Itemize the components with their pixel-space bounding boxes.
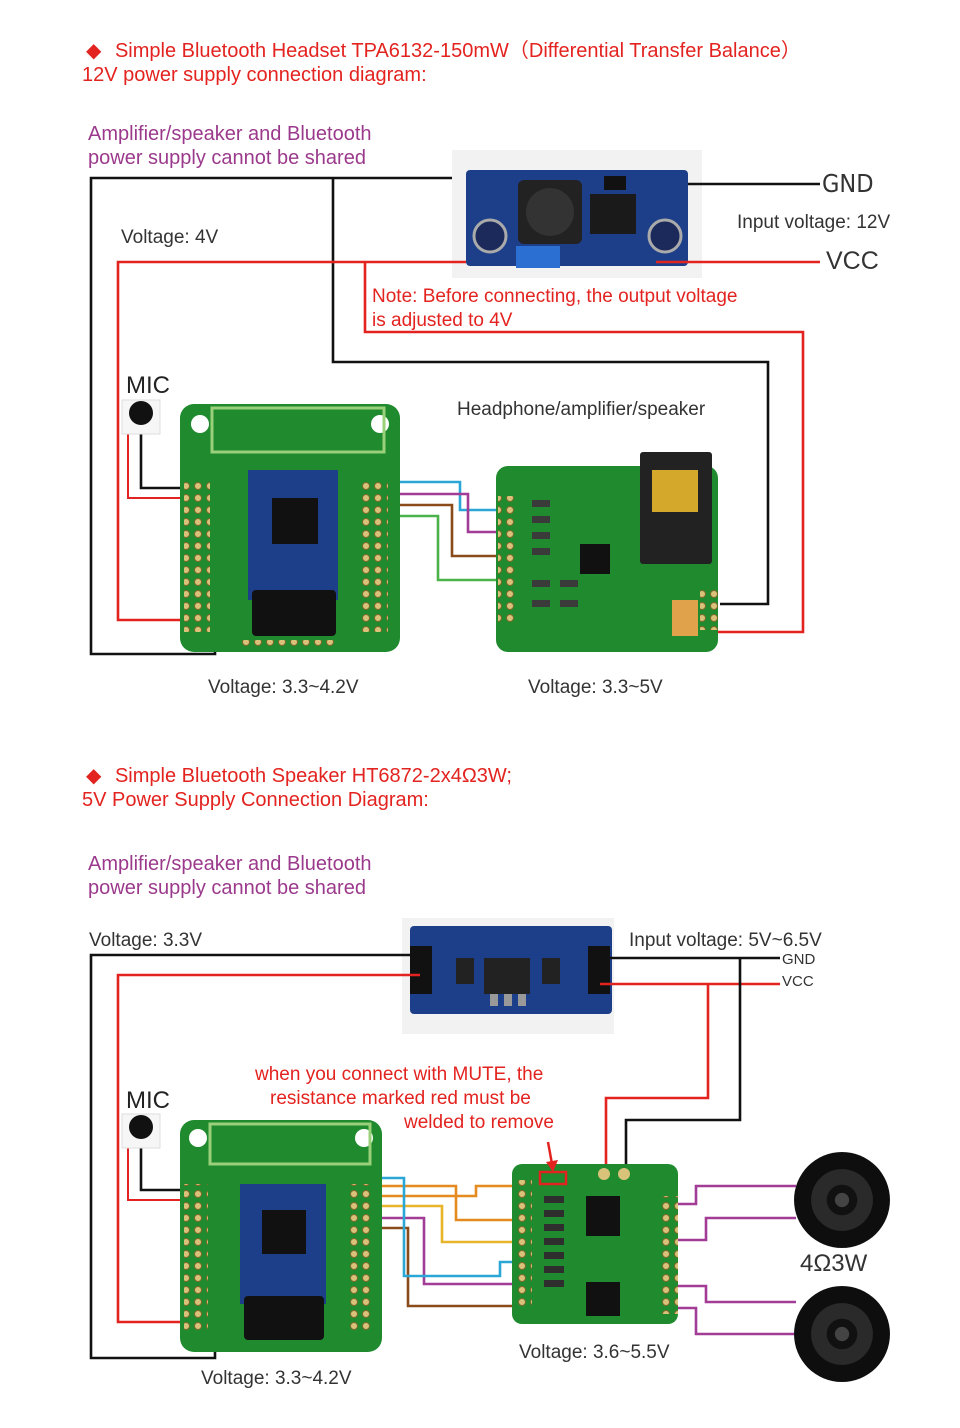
wire-spk2-r-minus [664,1284,796,1304]
wire-spk1-l-plus [664,1216,796,1242]
headphone-amp-board [496,452,718,652]
wire-sig-yellow [380,1204,520,1244]
section2-mute-note-line2: resistance marked red must be [270,1088,531,1109]
mute-resistor-arrow-icon [546,1141,558,1172]
section2-vcc-label: VCC [782,973,814,990]
buck-converter-module [452,150,702,278]
wire-amp-gnd [331,178,770,606]
wire-signal-green [372,514,500,582]
section1-title-line2: 12V power supply connection diagram: [82,64,427,86]
wire-sig-orange-2 [372,1184,520,1198]
section1-amp-voltage: Voltage: 3.3~5V [528,677,663,698]
wire-amp-vcc [363,262,805,634]
wire-sig-brown [380,1226,520,1308]
bluetooth-board-2 [180,1120,382,1352]
section2-shared-note-line2: power supply cannot be shared [88,877,366,899]
section2-title-line2: 5V Power Supply Connection Diagram: [82,789,429,811]
section1-bt-voltage: Voltage: 3.3~4.2V [208,677,359,698]
wire-amp-vcc-2 [604,984,710,1174]
section1-shared-note-line1: Amplifier/speaker and Bluetooth [88,123,372,145]
wire-signal-purple [388,492,500,534]
wire-mic-black-2 [139,1144,190,1192]
wire-sig-cyan [372,1176,520,1278]
section1-shared-note-line2: power supply cannot be shared [88,147,366,169]
bullet-icon: ◆ [86,40,102,62]
section1-note-line2: is adjusted to 4V [372,310,513,331]
wire-spk2-r-plus [664,1306,796,1336]
section2-voltage-33: Voltage: 3.3V [89,930,203,951]
section2-bt-voltage: Voltage: 3.3~4.2V [201,1368,352,1389]
section2-mute-note-line3: welded to remove [404,1112,554,1133]
section1-mic-label: MIC [126,372,170,399]
wire-signal-brown [380,503,500,558]
wire-signal-cyan [380,480,500,512]
section2-mute-note-line1: when you connect with MUTE, the [255,1064,544,1085]
section1-headphone-label: Headphone/amplifier/speaker [457,399,706,420]
wire-sig-purple [380,1216,520,1286]
ht6872-amp-board [512,1164,678,1324]
mic-component-2 [121,1113,161,1149]
section2-amp-voltage: Voltage: 3.6~5.5V [519,1342,670,1363]
wire-sig-orange-1 [372,1184,520,1222]
section1-title-line1: ◆ Simple Bluetooth Headset TPA6132-150mW… [86,40,801,62]
speaker-icon-top [794,1152,890,1248]
section1-gnd-label: GND [822,169,874,198]
section1-vcc-label: VCC [826,247,879,275]
wire-33v-vcc [116,973,420,1324]
yp8-regulator-module [402,918,614,1034]
speaker-icon-bottom [794,1286,890,1382]
section2-gnd-label: GND [782,951,816,968]
section1-wires [89,176,820,656]
wire-amp-gnd-2 [624,958,742,1174]
wire-4v-red [116,260,466,622]
bluetooth-board-1 [180,404,400,652]
section2-title-line1: ◆ Simple Bluetooth Speaker HT6872-2x4Ω3W… [86,765,512,787]
section1-voltage-4v: Voltage: 4V [121,227,219,248]
bullet-icon: ◆ [86,765,102,787]
section2-speaker-label: 4Ω3W [800,1250,868,1277]
section2-shared-note-line1: Amplifier/speaker and Bluetooth [88,853,372,875]
mic-component-1 [121,399,161,435]
wire-spk1-l-minus [664,1184,796,1206]
section2-input-voltage: Input voltage: 5V~6.5V [629,930,822,951]
section1-input-voltage: Input voltage: 12V [737,212,891,233]
wire-mic-black [139,430,190,490]
section2-mic-label: MIC [126,1087,170,1114]
section1-note-line1: Note: Before connecting, the output volt… [372,286,738,307]
